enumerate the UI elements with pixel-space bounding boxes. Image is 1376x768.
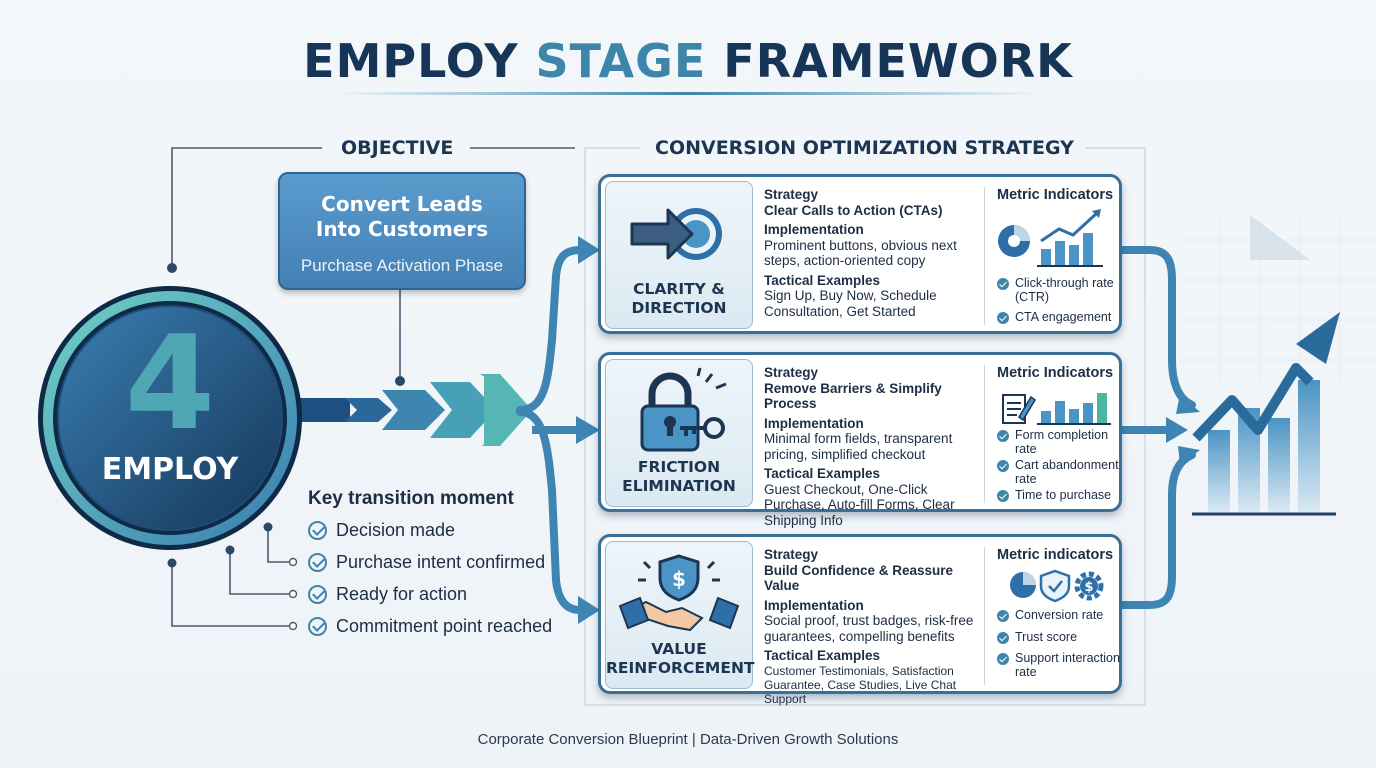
pie-chart-icon [1010, 572, 1036, 598]
objective-box: Convert Leads Into Customers Purchase Ac… [278, 172, 526, 290]
checkmark-icon [308, 616, 327, 636]
svg-text:$: $ [1084, 580, 1093, 595]
bar-chart-icon [1037, 393, 1111, 425]
check-circle-icon [997, 312, 1009, 324]
check-circle-icon [997, 430, 1009, 442]
padlock-key-icon [640, 367, 727, 452]
metric-list: Conversion rate Trust score Support inte… [997, 608, 1121, 686]
objective-subtitle: Purchase Activation Phase [300, 256, 504, 275]
card-details: Strategy Remove Barriers & Simplify Proc… [764, 365, 955, 528]
metric-heading: Metric Indicators [997, 187, 1114, 203]
metric-heading: Metric indicators [997, 547, 1114, 563]
growth-chart-arrow-icon [1192, 312, 1340, 516]
key-transition-item: Commitment point reached [308, 614, 552, 638]
checkmark-icon [308, 520, 327, 540]
metric-icons [1002, 393, 1111, 425]
metric-item: Click-through rate (CTR) [997, 276, 1121, 304]
stage-label: EMPLOY [101, 452, 239, 487]
key-transition-item: Ready for action [308, 582, 467, 606]
metric-item: Time to purchase [997, 488, 1121, 503]
footer-text: Corporate Conversion Blueprint | Data-Dr… [477, 731, 899, 748]
arrow-target-icon [630, 208, 722, 260]
metric-icons: $ [1010, 569, 1104, 603]
card-details: Strategy Build Confidence & Reassure Val… [764, 547, 974, 706]
svg-text:$: $ [672, 567, 686, 591]
metric-item: Conversion rate [997, 608, 1121, 623]
metric-list: Click-through rate (CTR) CTA engagement [997, 276, 1121, 332]
card-icon-panel: CLARITY &DIRECTION [605, 181, 753, 329]
metric-icons [998, 209, 1103, 267]
handshake-shield-icon: $ [618, 554, 740, 632]
stage-number: 4 [124, 307, 216, 459]
page-title: EMPLOY STAGE FRAMEWORK [303, 34, 1073, 88]
gear-dollar-icon: $ [1074, 571, 1104, 601]
metric-item: Support interaction rate [997, 651, 1121, 679]
key-transition-title: Key transition moment [308, 488, 514, 509]
metric-item: Trust score [997, 630, 1121, 645]
bar-chart-trend-icon [1037, 209, 1103, 267]
card-label: CLARITY &DIRECTION [631, 280, 727, 317]
check-circle-icon [997, 610, 1009, 622]
key-transition-item: Decision made [308, 518, 455, 542]
checkmark-icon [308, 584, 327, 604]
key-transition-item: Purchase intent confirmed [308, 550, 545, 574]
metric-heading: Metric Indicators [997, 365, 1114, 381]
metric-item: Cart abandonment rate [997, 458, 1121, 486]
objective-heading: OBJECTIVE [331, 137, 464, 159]
check-circle-icon [997, 278, 1009, 290]
strategy-card-clarity: CLARITY &DIRECTION Strategy Clear Calls … [598, 174, 1122, 334]
form-edit-icon [1002, 394, 1036, 424]
card-details: Strategy Clear Calls to Action (CTAs) Im… [764, 187, 957, 319]
check-circle-icon [997, 460, 1009, 472]
metric-list: Form completion rate Cart abandonment ra… [997, 428, 1121, 510]
objective-main: Convert Leads Into Customers [315, 192, 489, 241]
check-circle-icon [997, 631, 1009, 644]
pie-chart-icon [998, 225, 1030, 257]
checkmark-icon [308, 552, 327, 572]
metric-item: CTA engagement [997, 310, 1121, 325]
check-circle-icon [997, 653, 1009, 665]
strategy-heading: CONVERSION OPTIMIZATION STRATEGY [645, 137, 1084, 159]
check-circle-icon [997, 490, 1009, 502]
shield-check-icon [1039, 569, 1071, 603]
metric-item: Form completion rate [997, 428, 1121, 456]
